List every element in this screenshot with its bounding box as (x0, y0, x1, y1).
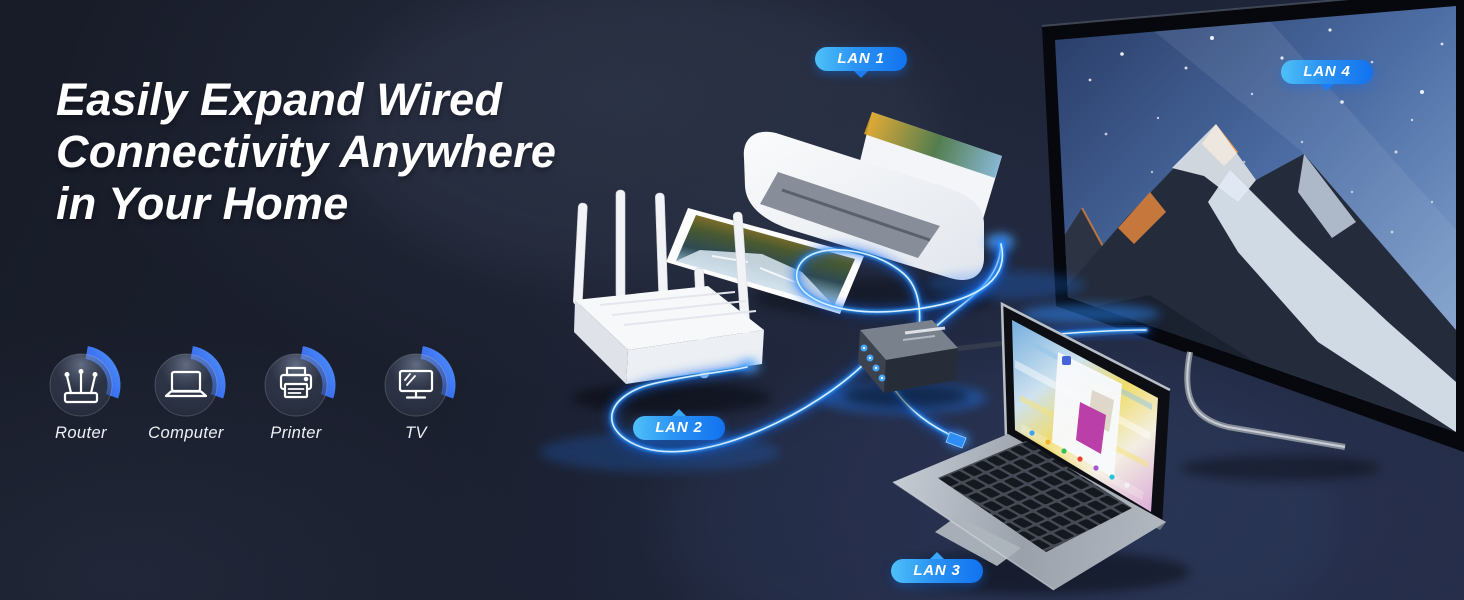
laptop-device (890, 301, 1190, 594)
monitor-stand (1180, 351, 1380, 481)
lan3-badge: LAN 3 (891, 552, 983, 583)
printer-icon (264, 346, 336, 417)
stars (1088, 28, 1444, 234)
legend-item-tv: TV (366, 339, 466, 443)
router-icon (49, 346, 121, 417)
lan2-badge: LAN 2 (633, 409, 725, 440)
router-device (572, 189, 772, 414)
accent-arc (420, 346, 456, 399)
headline-line: in Your Home (56, 178, 349, 229)
legend-label: Router (55, 424, 107, 442)
headline-line: Connectivity Anywhere (56, 126, 557, 177)
printer-device (666, 112, 1014, 318)
legend-label: Computer (148, 424, 224, 442)
legend-item-router: Router (31, 339, 131, 443)
lan1-badge: LAN 1 (815, 47, 907, 78)
accent-arc (300, 346, 336, 399)
lan4-badge: LAN 4 (1281, 60, 1373, 91)
headline: Easily Expand Wired Connectivity Anywher… (56, 74, 556, 230)
legend-item-printer: Printer (246, 339, 346, 443)
printed-photo (666, 208, 864, 314)
network-switch (844, 320, 968, 408)
laptop-keyboard (938, 441, 1132, 552)
monitor-edge-glow (1020, 304, 1160, 324)
cable-to-router (607, 353, 875, 457)
switch-ports (860, 344, 886, 382)
cable-loop (791, 239, 1008, 349)
laptop-screen-content (1015, 340, 1152, 500)
accent-arc (190, 346, 226, 399)
legend-label: TV (405, 424, 427, 442)
laptop-lan-plug (945, 431, 969, 449)
legend-item-computer: Computer (136, 339, 236, 443)
headline-line: Easily Expand Wired (56, 74, 503, 125)
legend-label: Printer (270, 424, 322, 442)
accent-arc (85, 346, 121, 399)
laptop-icon (154, 346, 226, 417)
tv-icon (384, 346, 456, 417)
